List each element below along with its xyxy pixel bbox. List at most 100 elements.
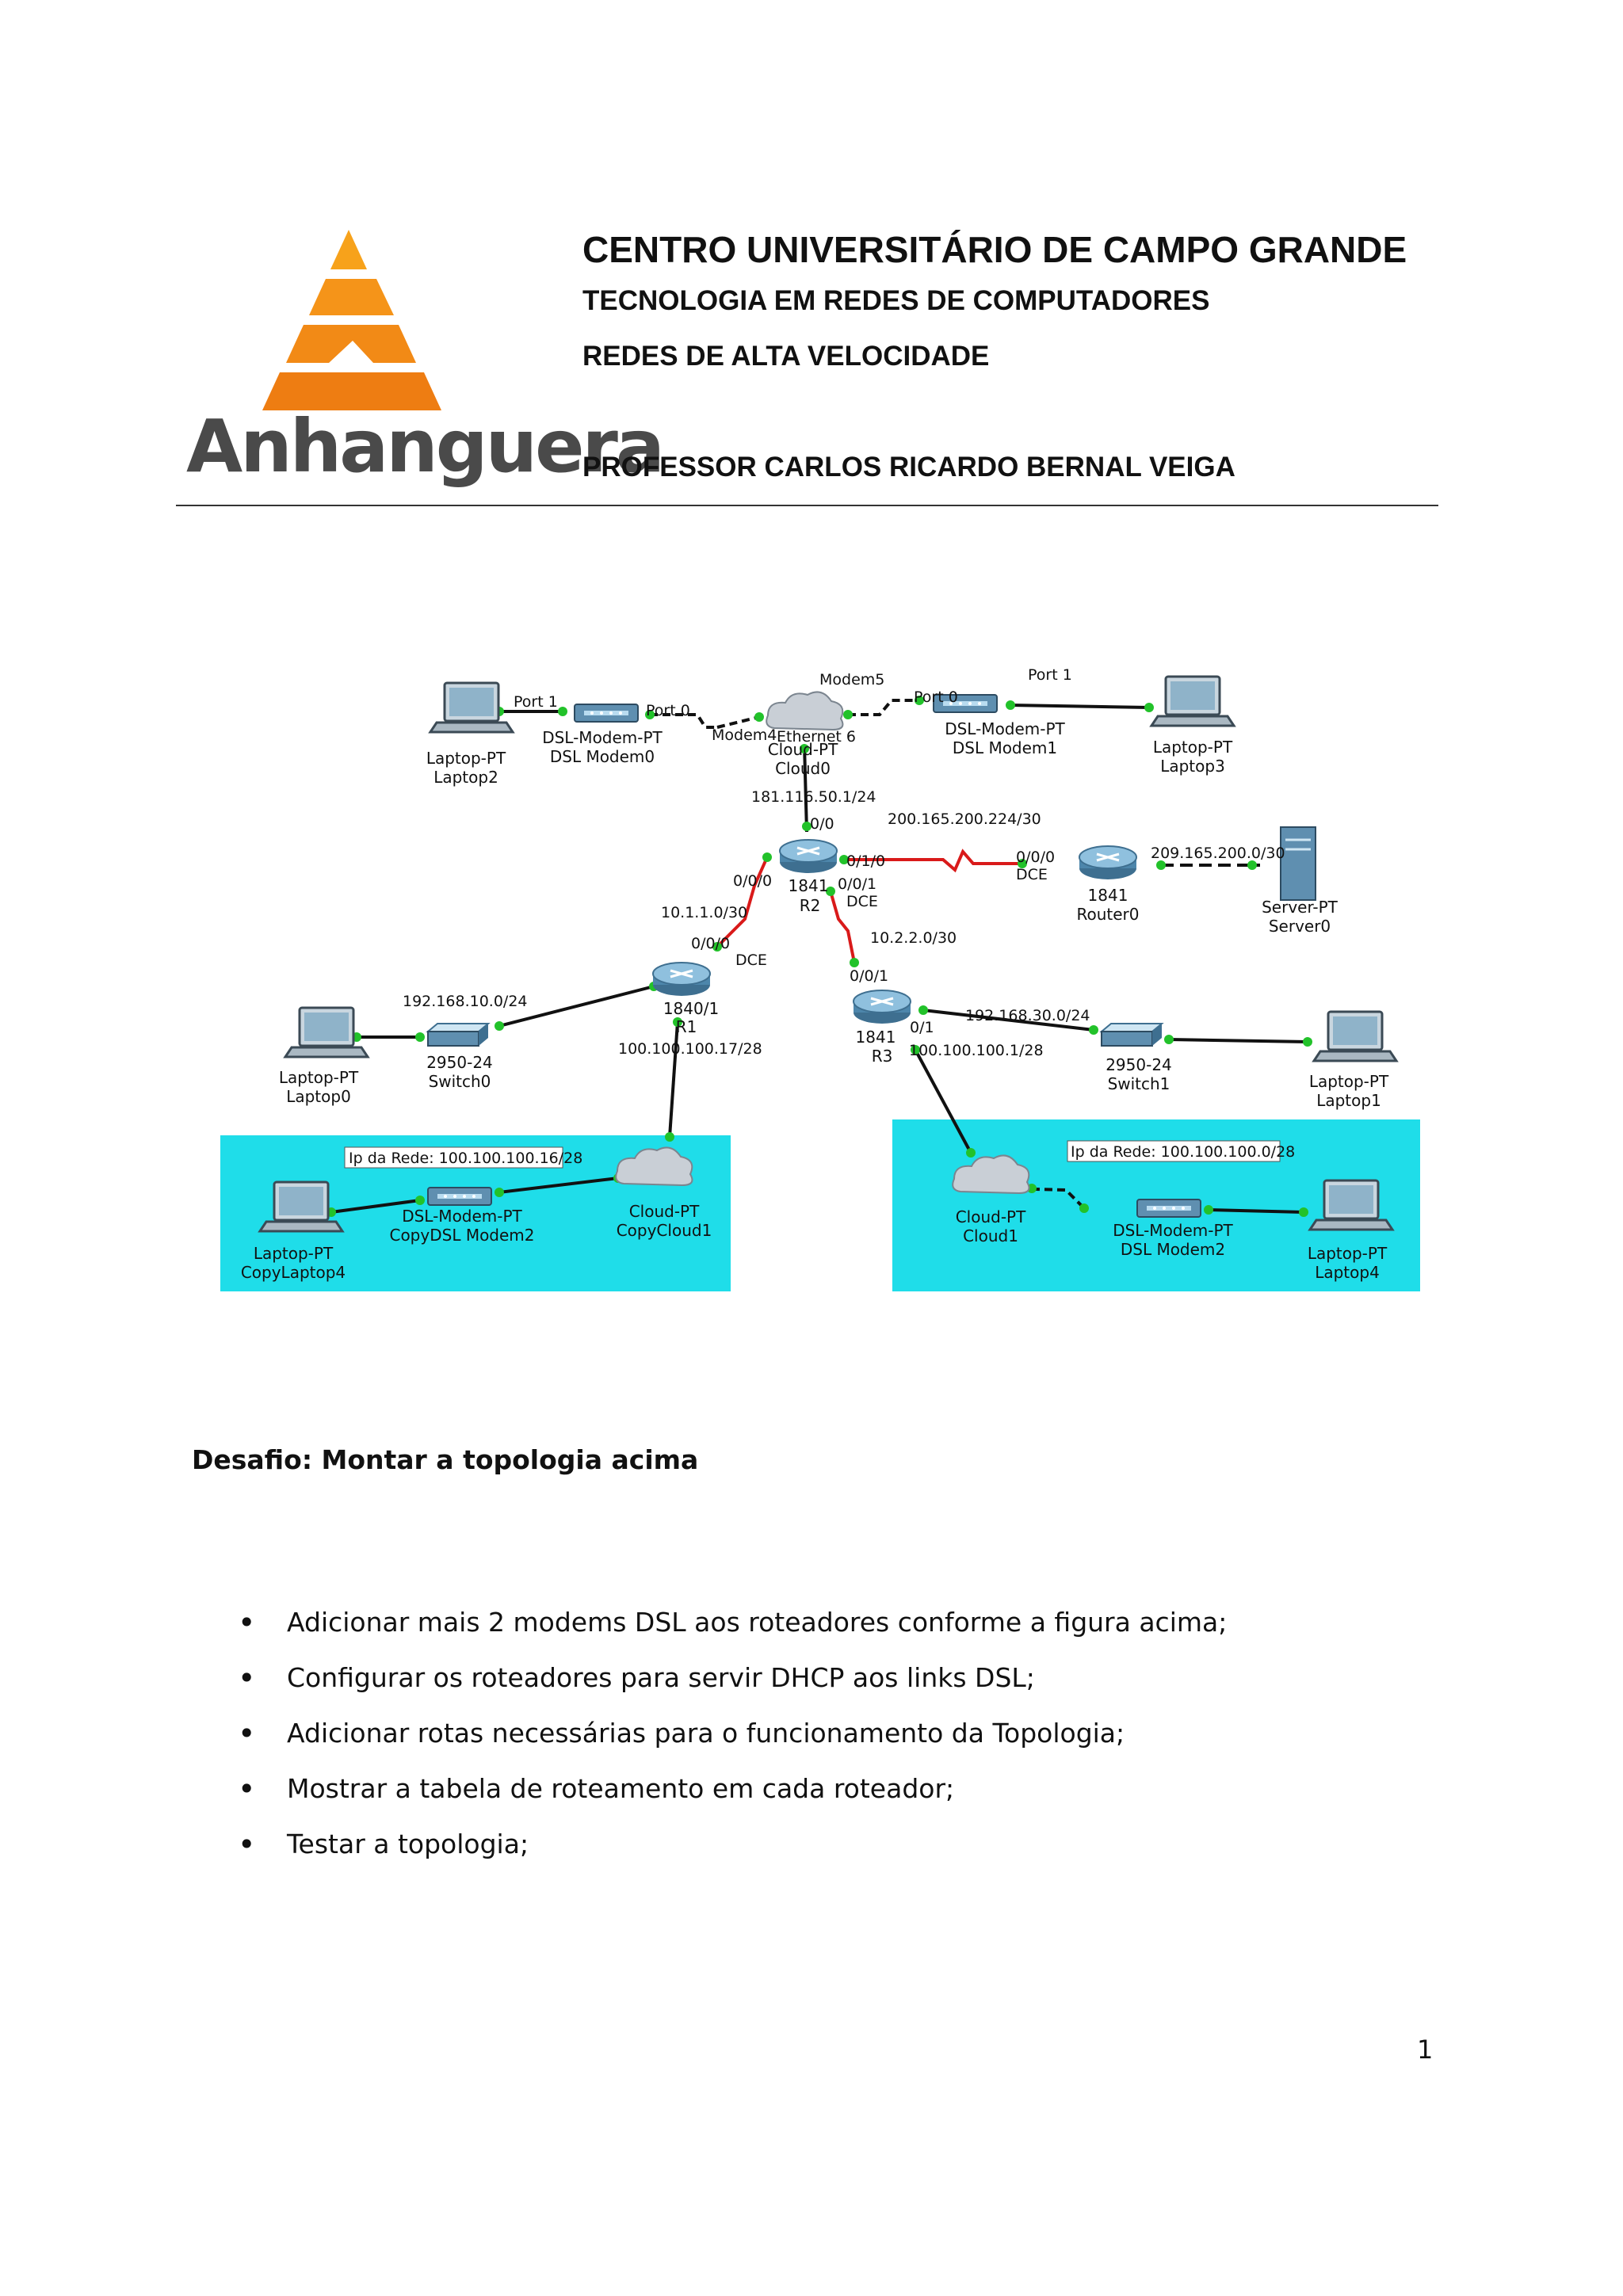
label-net-10-1: 10.1.1.0/30 <box>661 904 747 921</box>
laptop2-type: Laptop-PT <box>426 749 506 768</box>
cloud1-type: Cloud-PT <box>956 1207 1026 1226</box>
laptop3-type: Laptop-PT <box>1153 738 1233 757</box>
lan-left-tag-box <box>344 1146 563 1169</box>
dsl-modem0-type: DSL-Modem-PT <box>542 728 663 747</box>
label-net-100-17: 100.100.100.17/28 <box>618 1040 762 1058</box>
switch0-icon <box>427 1023 489 1047</box>
list-item: Adicionar mais 2 modems DSL aos roteador… <box>238 1600 1227 1656</box>
r2-model: 1841 <box>789 876 829 895</box>
label-if-r2-000: 0/0/0 <box>733 872 772 890</box>
copylaptop4-type: Laptop-PT <box>254 1244 334 1263</box>
label-if-r2-top: 0/0 <box>810 815 834 833</box>
label-if-r0-000: 0/0/0 <box>1016 849 1055 866</box>
task-list: Adicionar mais 2 modems DSL aos roteador… <box>238 1600 1227 1878</box>
list-item: Testar a topologia; <box>238 1822 1227 1878</box>
label-dce-r1: DCE <box>735 952 767 969</box>
cloud0-name: Cloud0 <box>775 759 831 778</box>
router0-icon <box>1078 845 1138 881</box>
network-topology-diagram: Laptop-PT Laptop2 DSL-Modem-PT DSL Modem… <box>220 666 1420 1291</box>
label-if-r2-010: 0/1/0 <box>846 852 885 870</box>
list-item: Mostrar a tabela de roteamento em cada r… <box>238 1767 1227 1822</box>
router0-name: Router0 <box>1076 905 1139 924</box>
server0-name: Server0 <box>1269 917 1331 936</box>
label-if-r3-01: 0/1 <box>910 1019 934 1036</box>
label-port1-right: Port 1 <box>1028 666 1072 684</box>
label-modem4: Modem4 <box>712 727 777 744</box>
switch1-name: Switch1 <box>1108 1074 1170 1093</box>
r3-model: 1841 <box>856 1028 896 1047</box>
switch0-model: 2950-24 <box>426 1053 493 1072</box>
laptop4-type: Laptop-PT <box>1308 1244 1388 1263</box>
dsl-modem0-name: DSL Modem0 <box>550 747 655 766</box>
institution-title: CENTRO UNIVERSITÁRIO DE CAMPO GRANDE <box>582 229 1407 270</box>
router-r2-icon <box>778 838 838 875</box>
laptop1-type: Laptop-PT <box>1309 1072 1389 1091</box>
label-port0-left: Port 0 <box>646 702 690 719</box>
dsl-modem0-icon <box>574 704 639 723</box>
label-net-192-30: 192.168.30.0/24 <box>965 1007 1090 1024</box>
label-dce-r0: DCE <box>1016 866 1048 883</box>
switch0-name: Switch0 <box>429 1072 491 1091</box>
label-net-192-10: 192.168.10.0/24 <box>403 993 528 1010</box>
dsl-modem1-name: DSL Modem1 <box>953 738 1057 757</box>
label-port1-left: Port 1 <box>514 693 558 711</box>
professor-name: PROFESSOR CARLOS RICARDO BERNAL VEIGA <box>582 452 1235 482</box>
laptop0-name: Laptop0 <box>286 1087 351 1106</box>
label-net-200: 200.165.200.224/30 <box>888 810 1041 828</box>
label-if-r2-001: 0/0/1 <box>838 875 876 893</box>
lan-left-network-label: Ip da Rede: 100.100.100.16/28 <box>349 1150 582 1167</box>
copydsl-modem2-type: DSL-Modem-PT <box>402 1207 522 1226</box>
r3-name: R3 <box>872 1047 893 1066</box>
page-number: 1 <box>1417 2035 1434 2065</box>
serial-links <box>716 849 1022 963</box>
dsl-modem2-type: DSL-Modem-PT <box>1113 1221 1233 1240</box>
laptop1-name: Laptop1 <box>1316 1091 1381 1110</box>
header-divider <box>176 505 1438 506</box>
server0-icon <box>1279 826 1317 902</box>
switch1-icon <box>1101 1023 1163 1047</box>
r1-model: 1840/1 <box>663 999 719 1018</box>
laptop0-icon <box>284 1006 369 1058</box>
label-port0-right: Port 0 <box>914 688 958 706</box>
laptop1-icon <box>1312 1010 1398 1062</box>
copydsl-modem2-icon <box>427 1187 492 1206</box>
dsl-modem2-name: DSL Modem2 <box>1121 1240 1225 1259</box>
r1-name: R1 <box>676 1017 697 1036</box>
challenge-heading: Desafio: Montar a topologia acima <box>192 1444 699 1475</box>
laptop4-name: Laptop4 <box>1315 1263 1380 1282</box>
label-ethernet6: Ethernet 6 <box>777 728 856 746</box>
label-net-181: 181.116.50.1/24 <box>751 788 876 806</box>
dsl-modem1-type: DSL-Modem-PT <box>945 719 1065 738</box>
lan-right-tag-box <box>1067 1140 1281 1162</box>
router-r1-icon <box>651 961 712 997</box>
switch1-model: 2950-24 <box>1106 1055 1172 1074</box>
label-net-209: 209.165.200.0/30 <box>1151 845 1285 862</box>
cloud1-name: Cloud1 <box>963 1226 1018 1245</box>
label-net-100-1: 100.100.100.1/28 <box>909 1042 1044 1059</box>
list-item: Adicionar rotas necessárias para o funci… <box>238 1711 1227 1767</box>
label-modem5: Modem5 <box>819 671 884 688</box>
copycloud1-type: Cloud-PT <box>629 1202 700 1221</box>
laptop2-name: Laptop2 <box>433 768 498 787</box>
laptop0-type: Laptop-PT <box>279 1068 359 1087</box>
label-dce-r2: DCE <box>846 893 878 910</box>
r2-name: R2 <box>800 896 821 915</box>
label-if-r1-000: 0/0/0 <box>691 935 730 952</box>
server0-type: Server-PT <box>1262 898 1338 917</box>
lan-right-network-label: Ip da Rede: 100.100.100.0/28 <box>1071 1143 1295 1161</box>
copydsl-modem2-name: CopyDSL Modem2 <box>389 1226 534 1245</box>
logo-triangle-icon <box>262 230 441 410</box>
dsl-modem2-icon <box>1136 1199 1201 1218</box>
list-item: Configurar os roteadores para servir DHC… <box>238 1656 1227 1711</box>
label-if-r3-001: 0/0/1 <box>850 967 888 985</box>
laptop3-icon <box>1150 675 1235 727</box>
cloud0-icon <box>766 691 844 730</box>
subject-title: REDES DE ALTA VELOCIDADE <box>582 341 990 372</box>
router0-model: 1841 <box>1088 886 1128 905</box>
course-title: TECNOLOGIA EM REDES DE COMPUTADORES <box>582 285 1210 316</box>
router-r3-icon <box>852 989 912 1025</box>
label-net-10-2: 10.2.2.0/30 <box>870 929 957 947</box>
laptop3-name: Laptop3 <box>1160 757 1225 776</box>
cloud0-type: Cloud-PT <box>768 740 838 759</box>
copylaptop4-name: CopyLaptop4 <box>241 1263 346 1282</box>
